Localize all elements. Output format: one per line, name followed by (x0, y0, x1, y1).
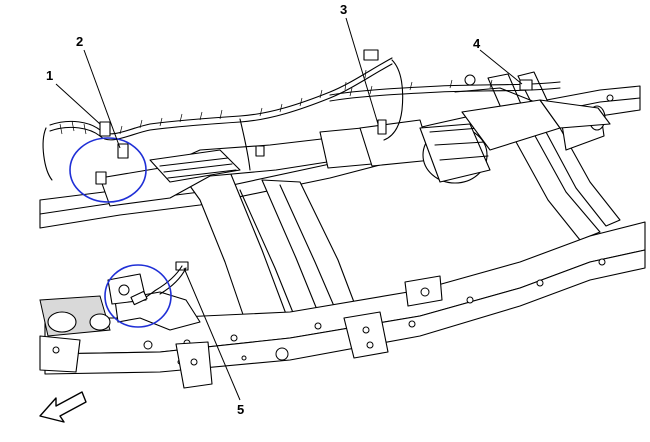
callout-2: 2 (76, 34, 83, 49)
front-left-components (39, 295, 111, 373)
sensor-5-wire (130, 265, 187, 306)
callout-5: 5 (237, 402, 244, 417)
callout-3: 3 (340, 2, 347, 17)
callout-4: 4 (473, 36, 481, 51)
exhaust-lower (107, 273, 201, 331)
highlight-circle-upper (69, 137, 147, 203)
callout-leaders (55, 17, 523, 401)
highlight-circle-lower (104, 264, 172, 328)
callout-1: 1 (46, 68, 53, 83)
crossmember (174, 164, 361, 336)
arrow-down-left-icon (39, 391, 87, 423)
harness-connectors (95, 49, 533, 271)
mount-brackets (175, 275, 443, 389)
